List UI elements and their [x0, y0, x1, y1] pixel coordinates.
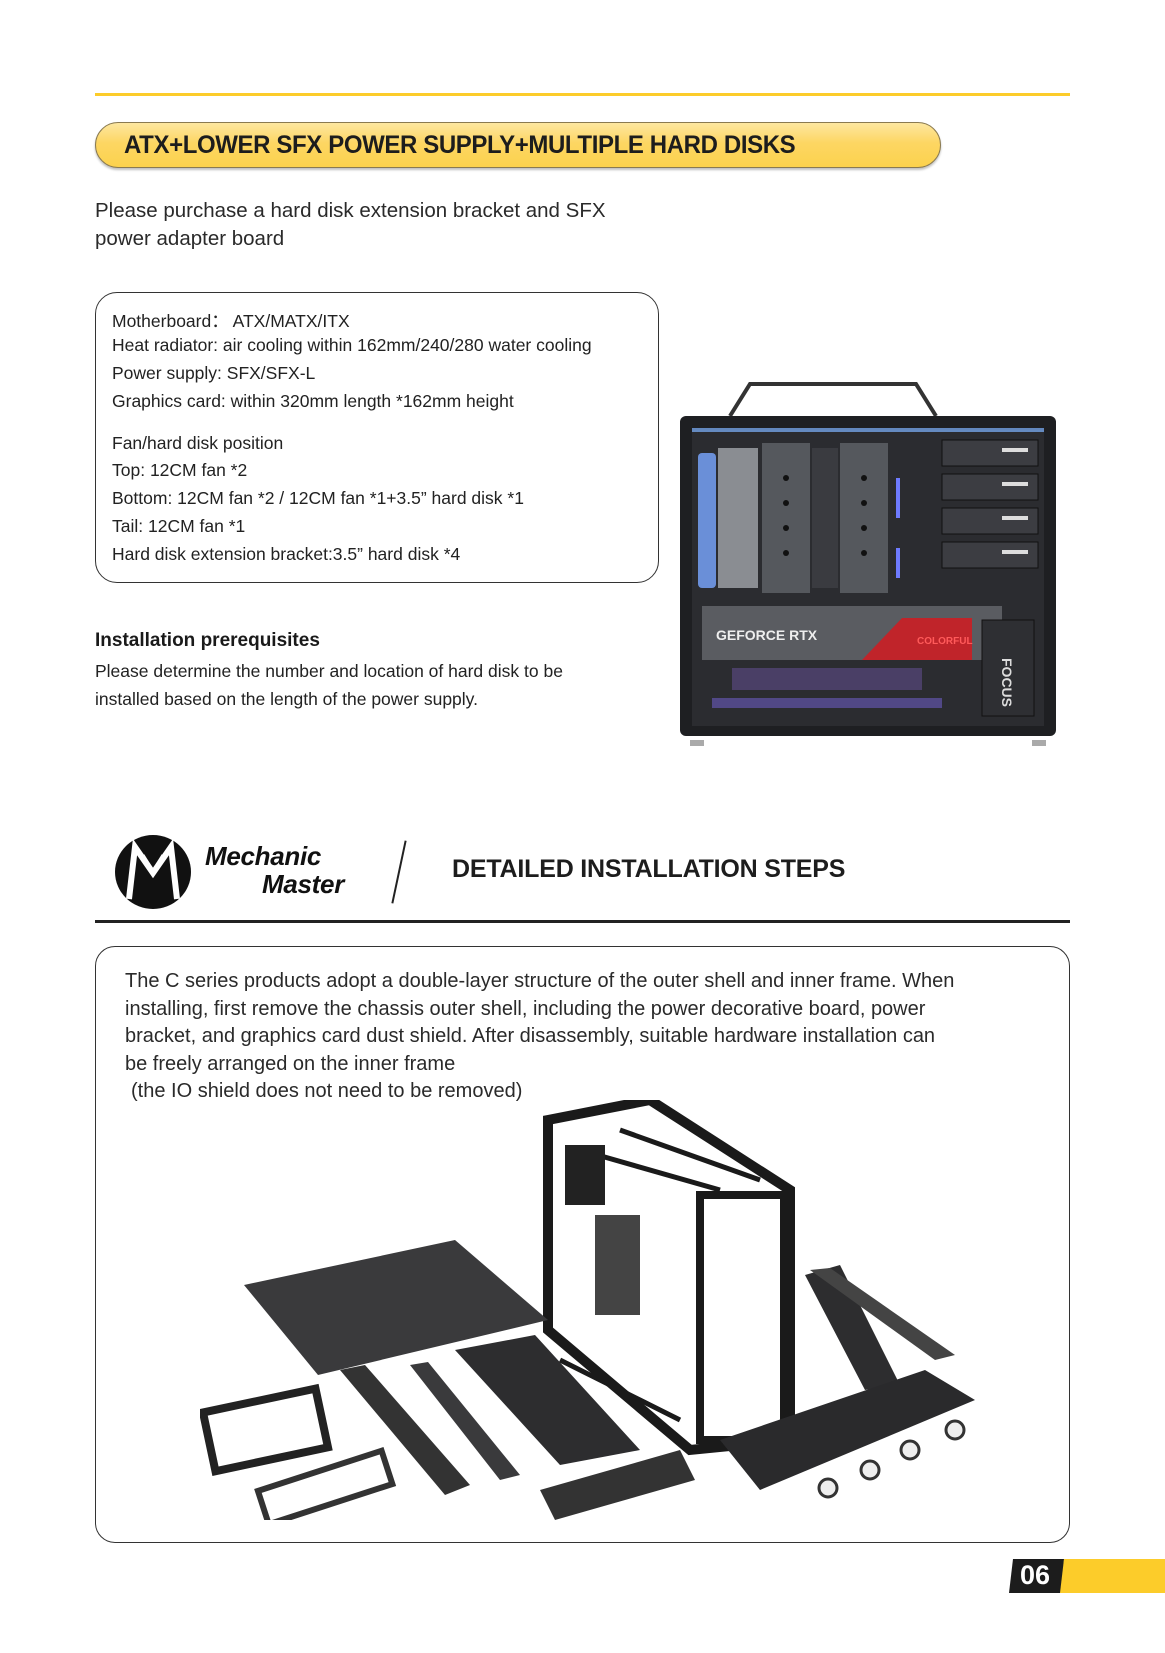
steps-line: bracket, and graphics card dust shield. … — [125, 1025, 936, 1047]
intro-line: power adapter board — [95, 227, 285, 250]
spec-tail: Tail: 12CM fan *1 — [112, 516, 246, 536]
brand-wordmark: Mechanic Master — [205, 842, 344, 898]
top-accent-rule — [95, 93, 1070, 96]
steps-description: The C series products adopt a double-lay… — [125, 968, 1045, 1106]
gpu-brand: COLORFUL — [917, 636, 973, 647]
spec-box: Motherboard： ATX/MATX/ITX Heat radiator:… — [95, 292, 659, 583]
disassembled-parts-photo — [200, 1100, 975, 1520]
page-number-badge — [1009, 1559, 1064, 1593]
intro-line: Please purchase a hard disk extension br… — [95, 199, 606, 222]
prerequisites-text: Please determine the number and location… — [95, 657, 655, 713]
spec-fan-heading: Fan/hard disk position — [112, 433, 284, 453]
title-separator — [391, 840, 407, 904]
intro-paragraph: Please purchase a hard disk extension br… — [95, 197, 675, 253]
prerequisites-title: Installation prerequisites — [95, 630, 320, 651]
spec-graphics-card: Graphics card: within 320mm length *162m… — [112, 391, 514, 411]
section-title-banner: ATX+LOWER SFX POWER SUPPLY+MULTIPLE HARD… — [95, 122, 941, 168]
steps-line: The C series products adopt a double-lay… — [125, 970, 955, 992]
page-number-accent — [1060, 1559, 1165, 1593]
steps-box: The C series products adopt a double-lay… — [95, 946, 1070, 1543]
spec-heat-radiator: Heat radiator: air cooling within 162mm/… — [112, 335, 592, 355]
mechanic-master-logo-icon — [115, 835, 191, 909]
assembled-case-photo: GEFORCE RTX COLORFUL FOCUS — [680, 382, 1056, 746]
prerequisites-line: Please determine the number and location… — [95, 661, 563, 681]
gpu-label: GEFORCE RTX — [716, 627, 818, 643]
spec-bottom: Bottom: 12CM fan *2 / 12CM fan *1+3.5” h… — [112, 488, 524, 508]
spec-extension: Hard disk extension bracket:3.5” hard di… — [112, 544, 461, 564]
psu-label: FOCUS — [999, 658, 1015, 707]
spec-motherboard: Motherboard： ATX/MATX/ITX — [112, 311, 350, 331]
spec-power-supply: Power supply: SFX/SFX-L — [112, 363, 316, 383]
page-number: 06 — [1020, 1560, 1051, 1590]
steps-title: DETAILED INSTALLATION STEPS — [452, 855, 846, 883]
brand-line2: Master — [262, 869, 345, 899]
section-divider — [95, 920, 1070, 923]
spec-top: Top: 12CM fan *2 — [112, 460, 248, 480]
section-title: ATX+LOWER SFX POWER SUPPLY+MULTIPLE HARD… — [124, 130, 796, 159]
steps-line: be freely arranged on the inner frame — [125, 1052, 456, 1075]
steps-line: installing, first remove the chassis out… — [125, 997, 926, 1020]
steps-note: (the IO shield does not need to be remov… — [131, 1080, 523, 1102]
brand-line1: Mechanic — [205, 841, 322, 871]
prerequisites-line: installed based on the length of the pow… — [95, 689, 478, 709]
